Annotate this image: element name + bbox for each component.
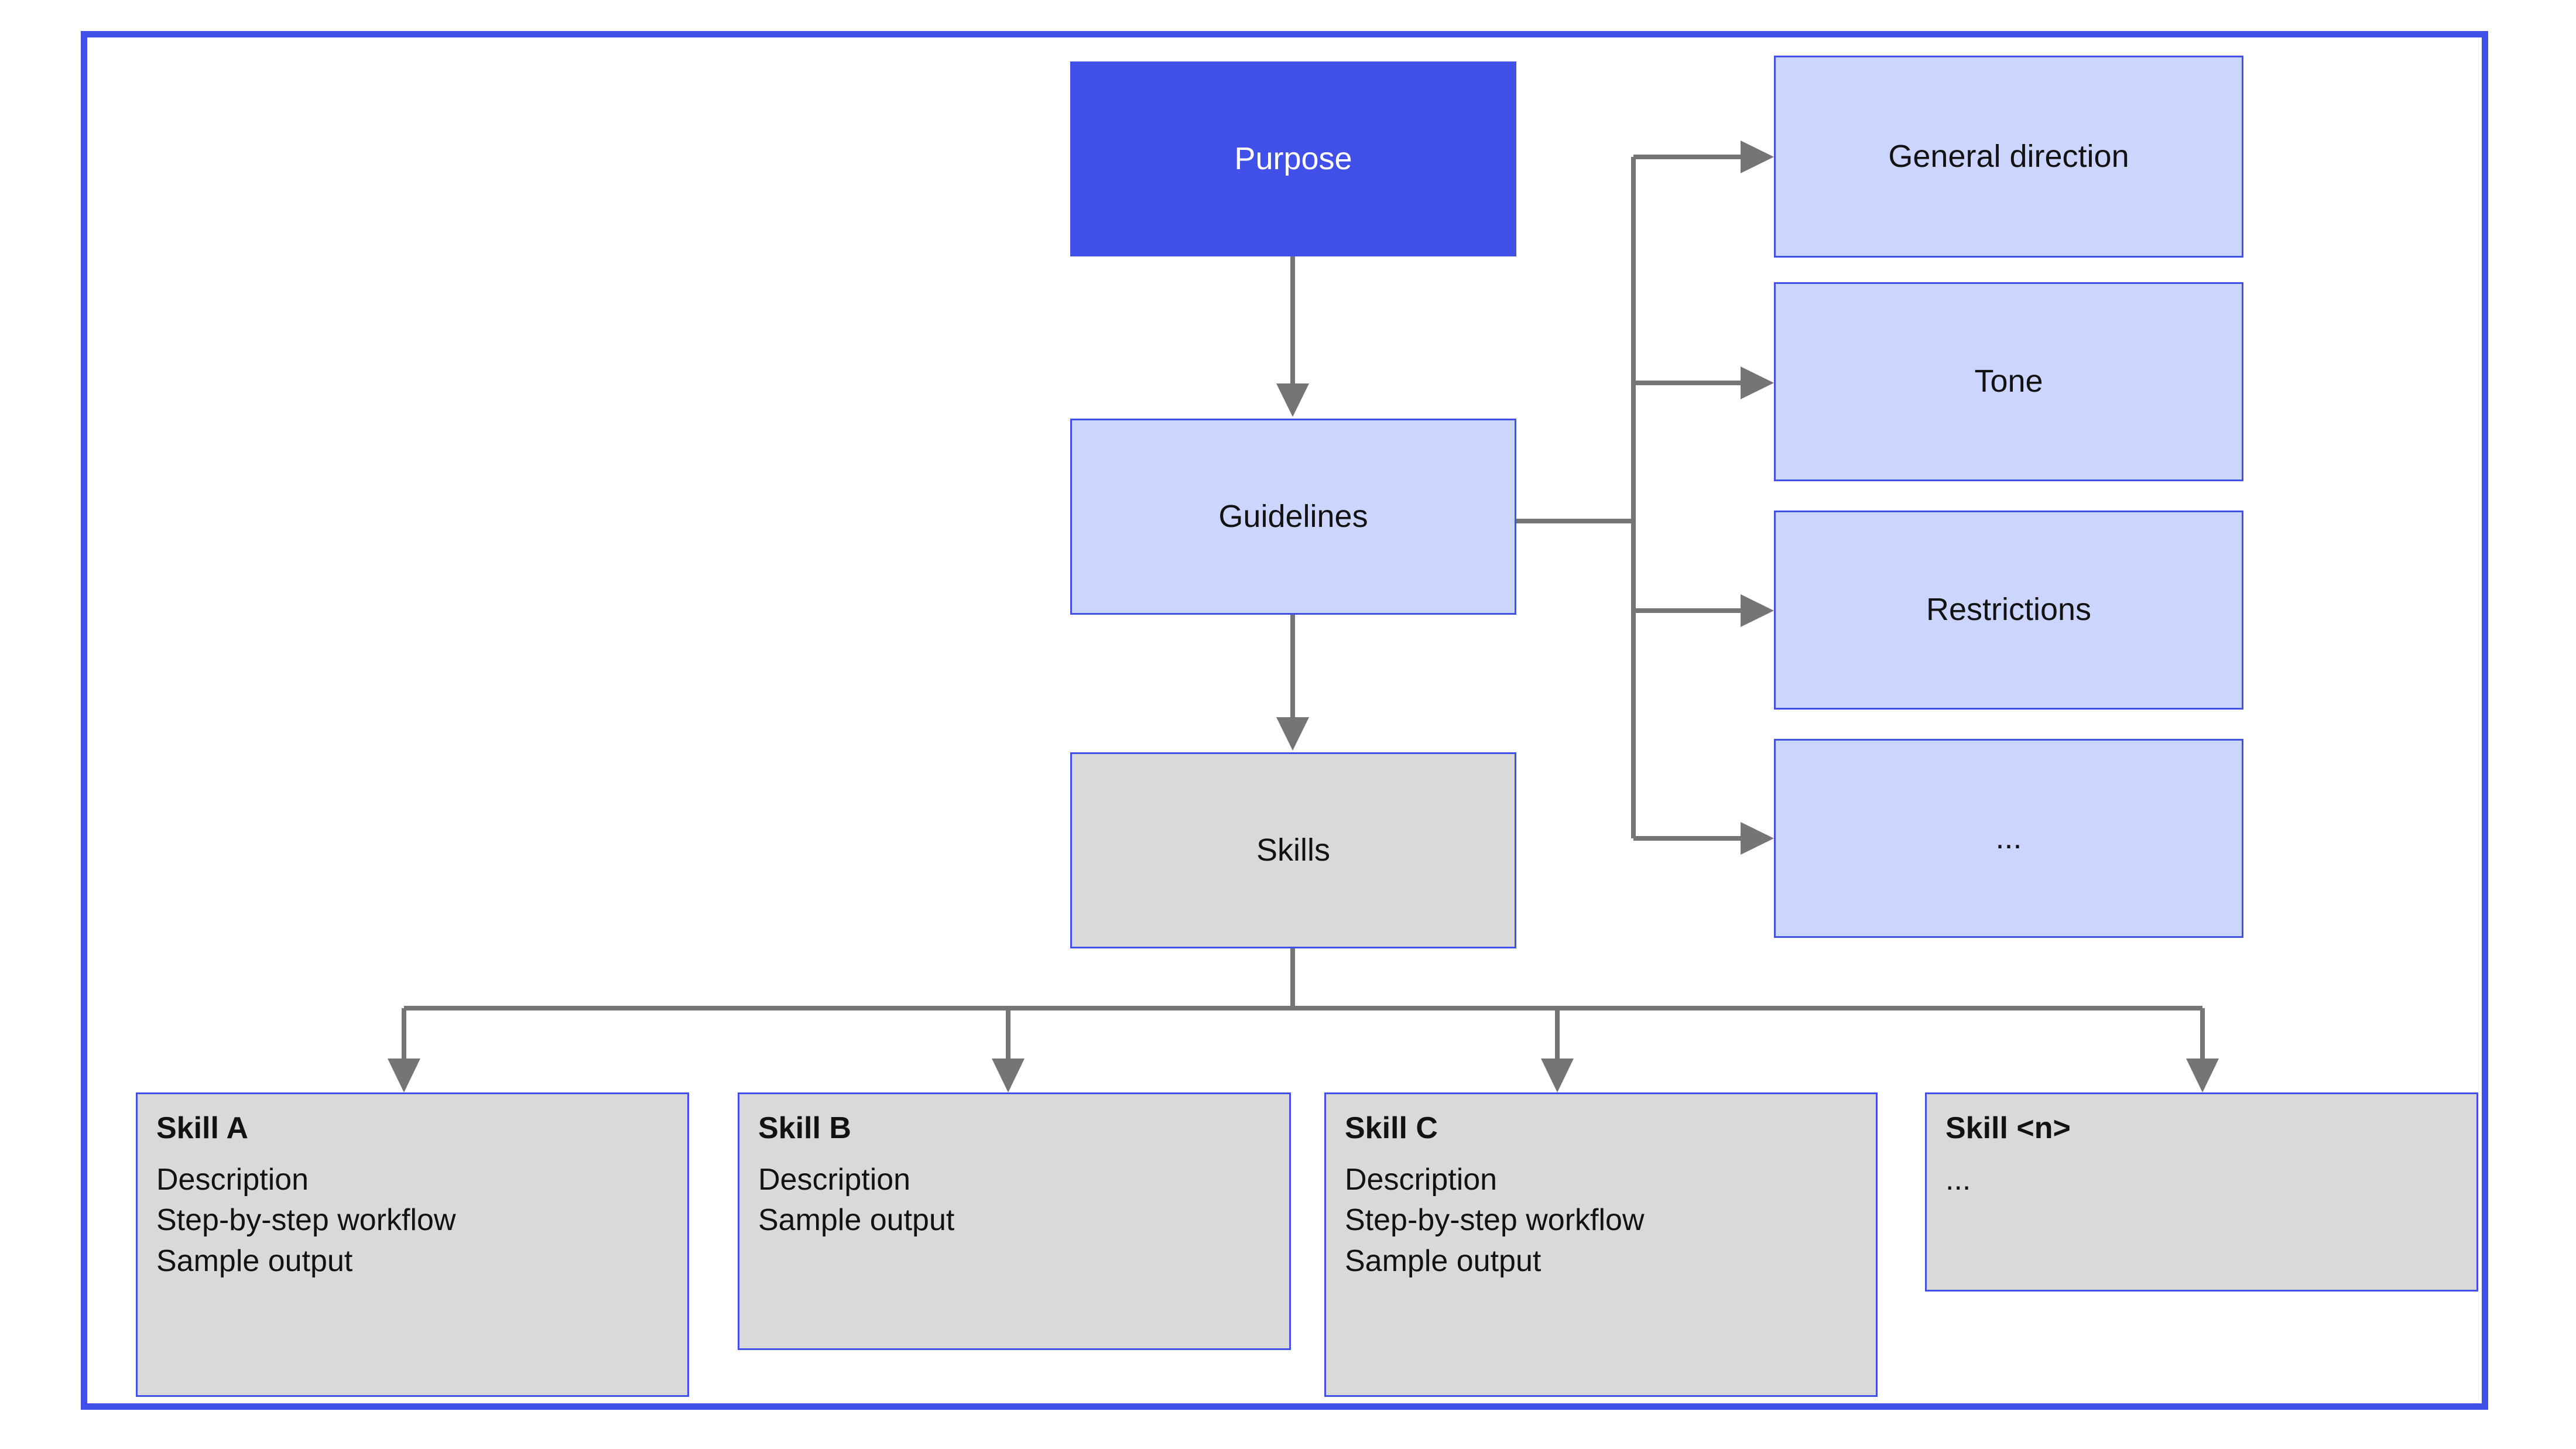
node-ellipsis[interactable]: ...	[1774, 739, 2243, 938]
card-skill-b-line-2: Sample output	[758, 1203, 955, 1238]
card-skill-a-title: Skill A	[156, 1111, 249, 1145]
card-skill-n[interactable]: Skill <n> ...	[1925, 1092, 2478, 1292]
node-ellipsis-label: ...	[1995, 820, 2022, 856]
card-skill-c-title: Skill C	[1345, 1111, 1438, 1145]
node-general-direction[interactable]: General direction	[1774, 56, 2243, 258]
card-skill-n-line-1: ...	[1945, 1162, 1971, 1197]
node-purpose[interactable]: Purpose	[1070, 61, 1516, 256]
card-skill-a[interactable]: Skill A Description Step-by-step workflo…	[136, 1092, 689, 1397]
card-skill-c-line-3: Sample output	[1345, 1244, 1542, 1279]
node-restrictions-label: Restrictions	[1926, 592, 2092, 628]
card-skill-c[interactable]: Skill C Description Step-by-step workflo…	[1324, 1092, 1878, 1397]
diagram-frame	[81, 31, 2488, 1410]
node-general-direction-label: General direction	[1888, 138, 2129, 174]
node-guidelines[interactable]: Guidelines	[1070, 419, 1516, 615]
card-skill-c-line-2: Step-by-step workflow	[1345, 1203, 1645, 1238]
node-tone[interactable]: Tone	[1774, 282, 2243, 481]
card-skill-n-title: Skill <n>	[1945, 1111, 2071, 1145]
card-skill-c-line-1: Description	[1345, 1162, 1498, 1197]
card-skill-b-title: Skill B	[758, 1111, 851, 1145]
card-skill-a-line-1: Description	[156, 1162, 309, 1197]
card-skill-a-line-3: Sample output	[156, 1244, 353, 1279]
node-purpose-label: Purpose	[1234, 141, 1352, 176]
node-skills[interactable]: Skills	[1070, 752, 1516, 948]
node-tone-label: Tone	[1974, 364, 2043, 399]
card-skill-b[interactable]: Skill B Description Sample output	[738, 1092, 1291, 1350]
node-guidelines-label: Guidelines	[1218, 498, 1368, 534]
node-restrictions[interactable]: Restrictions	[1774, 511, 2243, 710]
card-skill-a-line-2: Step-by-step workflow	[156, 1203, 456, 1238]
card-skill-b-line-1: Description	[758, 1162, 911, 1197]
node-skills-label: Skills	[1256, 832, 1330, 868]
